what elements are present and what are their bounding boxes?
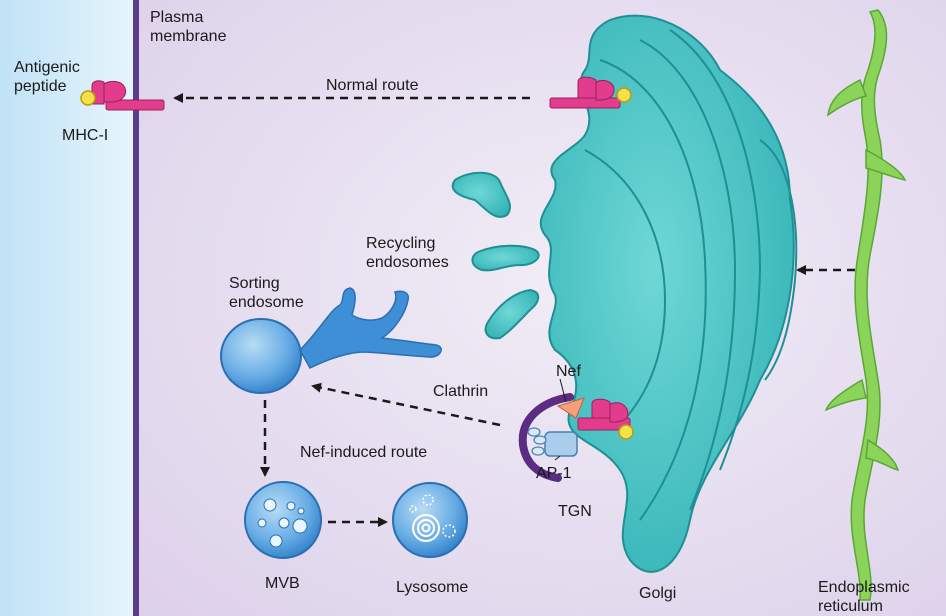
label-golgi: Golgi: [639, 585, 677, 602]
ap1-adaptor: [544, 431, 578, 457]
label-normal-route: Normal route: [326, 77, 419, 94]
golgi-apparatus: [539, 14, 798, 573]
label-plasma-membrane: Plasma membrane: [150, 9, 227, 45]
label-mhc-i: MHC-I: [62, 127, 109, 144]
tgn-complex: [518, 378, 634, 482]
mvb: [244, 481, 322, 559]
label-ap1: AP-1: [536, 465, 572, 482]
label-clathrin: Clathrin: [433, 383, 489, 400]
lysosome: [392, 482, 468, 558]
plasma-membrane: [133, 0, 139, 616]
label-tgn: TGN: [558, 503, 592, 520]
recycling-endosome-2: [471, 244, 540, 272]
nef-induced-route-arrow: [311, 382, 501, 427]
label-sorting-endosome: Sorting endosome: [229, 275, 304, 311]
mhc-i-golgi-top: [549, 76, 632, 109]
golgi-body: [539, 14, 795, 573]
label-lysosome: Lysosome: [396, 579, 469, 596]
recycling-endosome-1: [451, 171, 511, 218]
label-recycling-endosomes: Recycling endosomes: [366, 235, 449, 271]
label-nef-induced-route: Nef-induced route: [300, 444, 428, 461]
label-mvb: MVB: [265, 575, 300, 592]
mhc-i-surface: [80, 80, 165, 111]
clathrin-coat: [518, 393, 574, 482]
sorting-endosome: [220, 287, 442, 394]
nef-protein: [556, 397, 585, 419]
label-antigenic-peptide: Antigenic peptide: [14, 59, 80, 95]
recycling-endosome-3: [484, 288, 540, 340]
label-endoplasmic-reticulum: Endoplasmic reticulum: [818, 579, 910, 615]
label-nef: Nef: [556, 363, 581, 380]
